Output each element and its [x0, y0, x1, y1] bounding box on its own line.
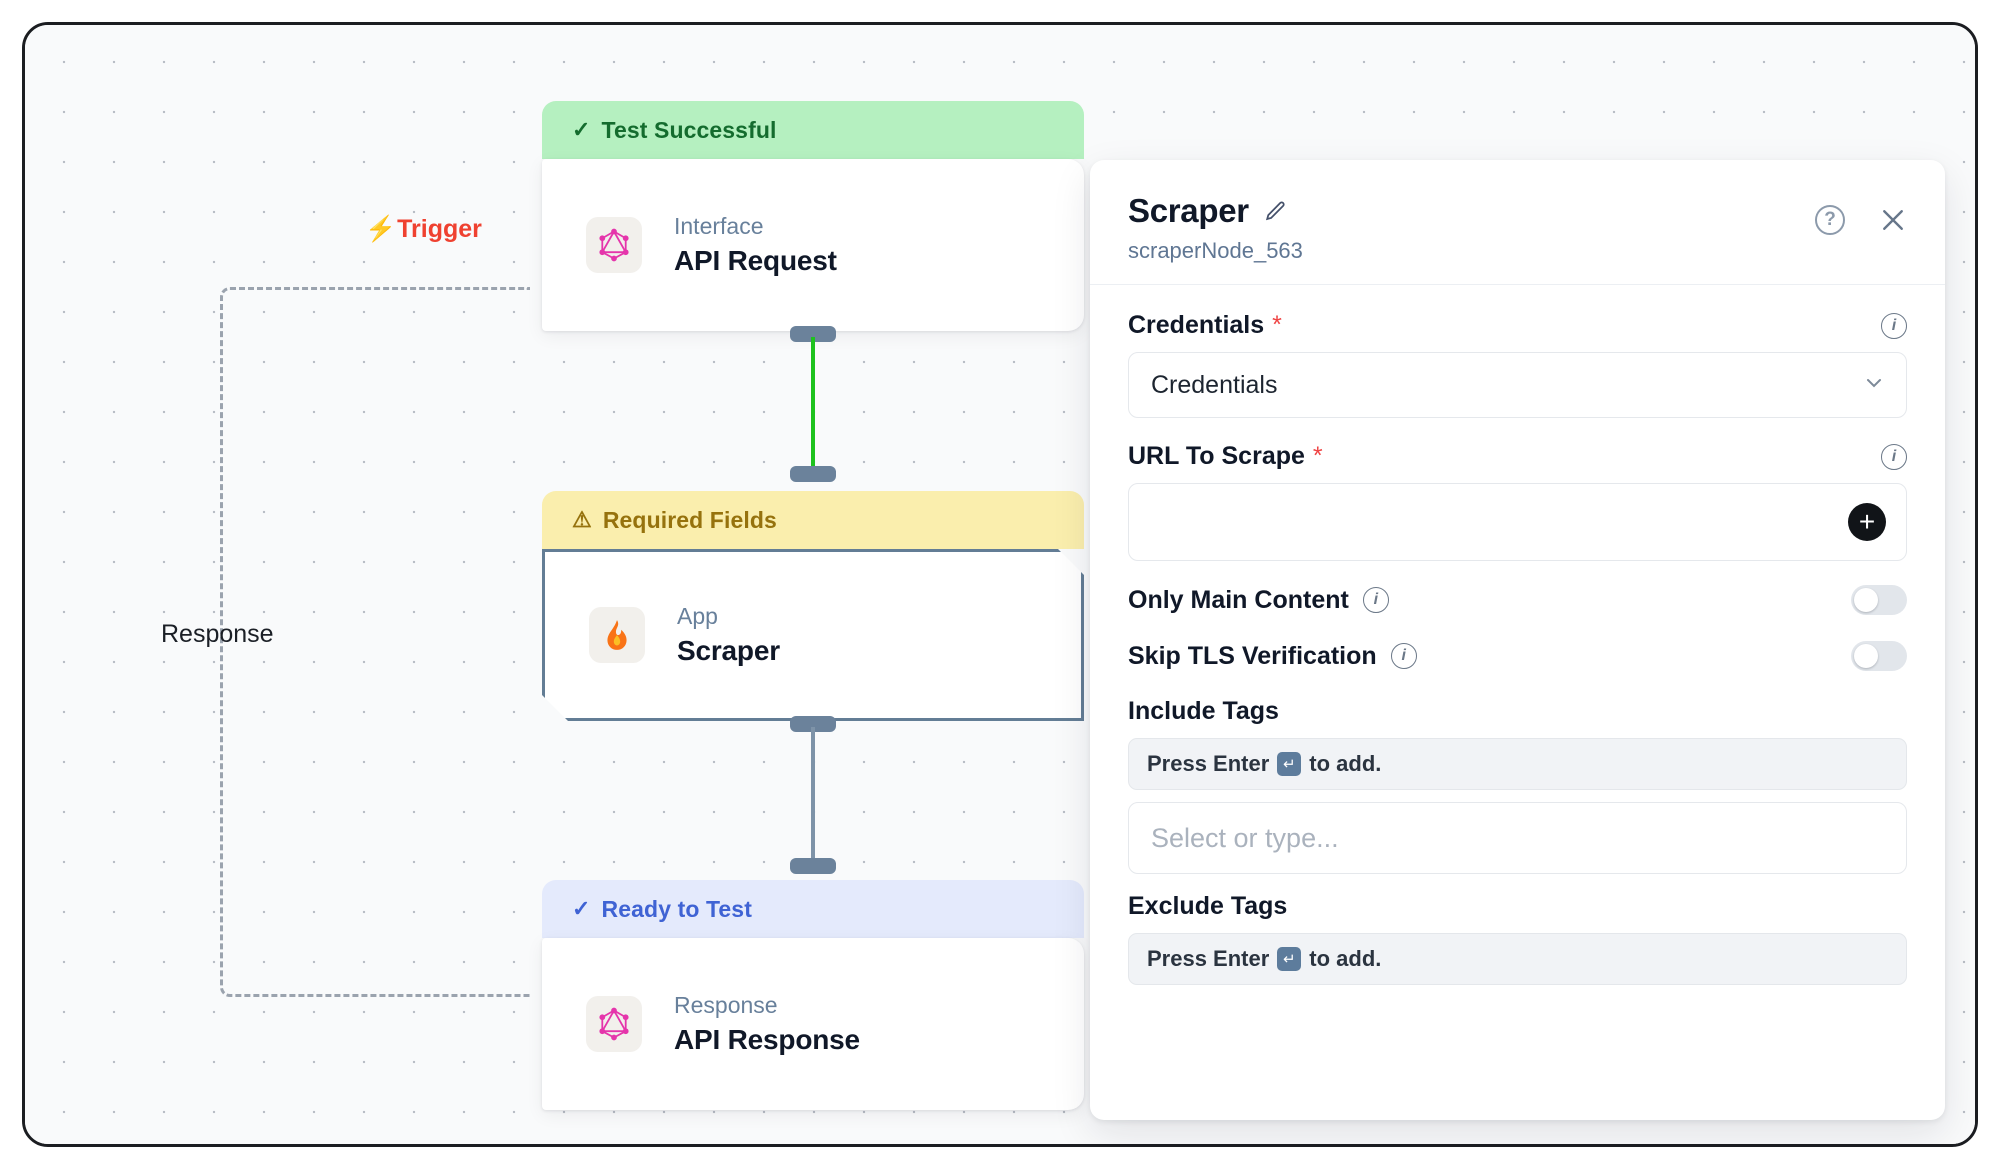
field-exclude-tags: Exclude Tags Press Enter ↵ to add.: [1128, 892, 1907, 985]
required-indicator: *: [1312, 442, 1323, 470]
toggle-knob: [1854, 588, 1878, 612]
panel-body: Credentials * i Credentials: [1090, 285, 1945, 985]
response-loop-connector: [220, 287, 530, 997]
node-card-text: Response API Response: [674, 992, 860, 1055]
include-tags-placeholder: Select or type...: [1151, 822, 1339, 853]
node-handle-output-2[interactable]: [790, 716, 836, 732]
node-card-text: Interface API Request: [674, 213, 837, 276]
node-card-api-request[interactable]: Interface API Request: [542, 159, 1084, 331]
panel-title-row: Scraper: [1128, 192, 1907, 230]
field-label-row: Exclude Tags: [1128, 892, 1907, 921]
status-badge-ready-to-test: ✓ Ready to Test: [542, 880, 1084, 938]
chevron-down-icon: [1862, 371, 1886, 400]
field-label-url-to-scrape: URL To Scrape: [1128, 442, 1305, 470]
info-icon[interactable]: i: [1881, 443, 1907, 470]
include-tags-hint: Press Enter ↵ to add.: [1128, 738, 1907, 790]
hint-suffix: to add.: [1309, 751, 1382, 776]
exclude-tags-hint: Press Enter ↵ to add.: [1128, 933, 1907, 985]
node-kind-label: Interface: [674, 213, 764, 240]
toggle-knob: [1854, 644, 1878, 668]
field-only-main-content: Only Main Content i: [1128, 585, 1907, 615]
close-icon[interactable]: [1877, 204, 1909, 236]
trigger-label: ⚡ Trigger: [365, 215, 482, 244]
node-card-api-response[interactable]: Response API Response: [542, 938, 1084, 1110]
node-kind-label: App: [677, 603, 718, 630]
lightning-bolt-icon: ⚡: [365, 215, 397, 243]
field-url-to-scrape: URL To Scrape * i +: [1128, 442, 1907, 561]
check-icon: ✓: [572, 896, 591, 921]
field-label-credentials: Credentials: [1128, 311, 1265, 339]
field-credentials: Credentials * i Credentials: [1128, 311, 1907, 418]
node-title-label: Scraper: [677, 634, 780, 666]
toggle-skip-tls-verification[interactable]: [1851, 641, 1907, 671]
include-tags-input[interactable]: Select or type...: [1128, 802, 1907, 874]
panel-node-id: scraperNode_563: [1128, 238, 1303, 263]
trigger-label-text: Trigger: [397, 215, 482, 243]
node-handle-output-1[interactable]: [790, 326, 836, 342]
page-title: Scraper: [1128, 192, 1249, 229]
flow-node-scraper[interactable]: ⚠ Required Fields App Scraper: [542, 491, 1084, 721]
toggle-label-skip-tls-verification: Skip TLS Verification: [1128, 641, 1377, 670]
field-label-row: Include Tags: [1128, 697, 1907, 726]
node-card-scraper[interactable]: App Scraper: [542, 549, 1084, 721]
flow-node-api-response[interactable]: ✓ Ready to Test: [542, 880, 1084, 1110]
node-kind-label: Response: [674, 992, 778, 1019]
node-handle-input-3[interactable]: [790, 858, 836, 874]
response-label-text: Response: [161, 620, 274, 648]
connector-wire-active: [811, 337, 815, 471]
required-indicator: *: [1272, 311, 1282, 339]
node-handle-input-2[interactable]: [790, 466, 836, 482]
status-badge-label: Ready to Test: [601, 895, 752, 922]
flow-node-api-request[interactable]: ✓ Test Successful: [542, 101, 1084, 331]
credentials-select-value: Credentials: [1151, 370, 1278, 399]
credentials-select[interactable]: Credentials: [1128, 352, 1907, 418]
field-label-include-tags: Include Tags: [1128, 697, 1279, 725]
node-title-label: API Response: [674, 1023, 860, 1055]
panel-actions: ?: [1815, 204, 1909, 236]
field-label-row: URL To Scrape * i: [1128, 442, 1907, 471]
status-badge-label: Required Fields: [602, 506, 777, 533]
connector-wire-idle: [811, 727, 815, 863]
warning-triangle-icon: ⚠: [572, 507, 592, 532]
status-badge-test-successful: ✓ Test Successful: [542, 101, 1084, 159]
field-label-row: Credentials * i: [1128, 311, 1907, 340]
node-settings-panel: Scraper scraperNode_563 ?: [1090, 160, 1945, 1120]
panel-header: Scraper scraperNode_563 ?: [1090, 160, 1945, 285]
field-include-tags: Include Tags Press Enter ↵ to add. Selec…: [1128, 697, 1907, 874]
info-icon[interactable]: i: [1362, 587, 1389, 613]
status-badge-label: Test Successful: [601, 116, 777, 143]
toggle-only-main-content[interactable]: [1851, 585, 1907, 615]
enter-key-icon: ↵: [1277, 752, 1302, 776]
hint-suffix: to add.: [1309, 946, 1382, 971]
hint-prefix: Press Enter: [1147, 946, 1270, 971]
field-label-exclude-tags: Exclude Tags: [1128, 892, 1288, 920]
flame-icon: [589, 607, 645, 663]
status-badge-required-fields: ⚠ Required Fields: [542, 491, 1084, 549]
flow-graph: ⚡ Trigger Response ✓ Test Successful: [25, 25, 1975, 1144]
help-circle-icon[interactable]: ?: [1815, 205, 1845, 235]
node-title-label: API Request: [674, 244, 837, 276]
enter-key-icon: ↵: [1277, 947, 1302, 971]
graphql-icon: [586, 996, 642, 1052]
toggle-label-only-main-content: Only Main Content: [1128, 585, 1349, 614]
info-icon[interactable]: i: [1881, 312, 1907, 339]
app-window: ⚡ Trigger Response ✓ Test Successful: [22, 22, 1978, 1147]
field-skip-tls-verification: Skip TLS Verification i: [1128, 641, 1907, 671]
plus-icon[interactable]: +: [1848, 503, 1886, 541]
hint-prefix: Press Enter: [1147, 751, 1270, 776]
pencil-icon[interactable]: [1262, 198, 1288, 224]
node-card-text: App Scraper: [677, 603, 780, 666]
graphql-icon: [586, 217, 642, 273]
info-icon[interactable]: i: [1390, 643, 1417, 669]
check-icon: ✓: [572, 117, 591, 142]
response-label: Response: [161, 620, 274, 649]
url-to-scrape-input[interactable]: +: [1128, 483, 1907, 561]
